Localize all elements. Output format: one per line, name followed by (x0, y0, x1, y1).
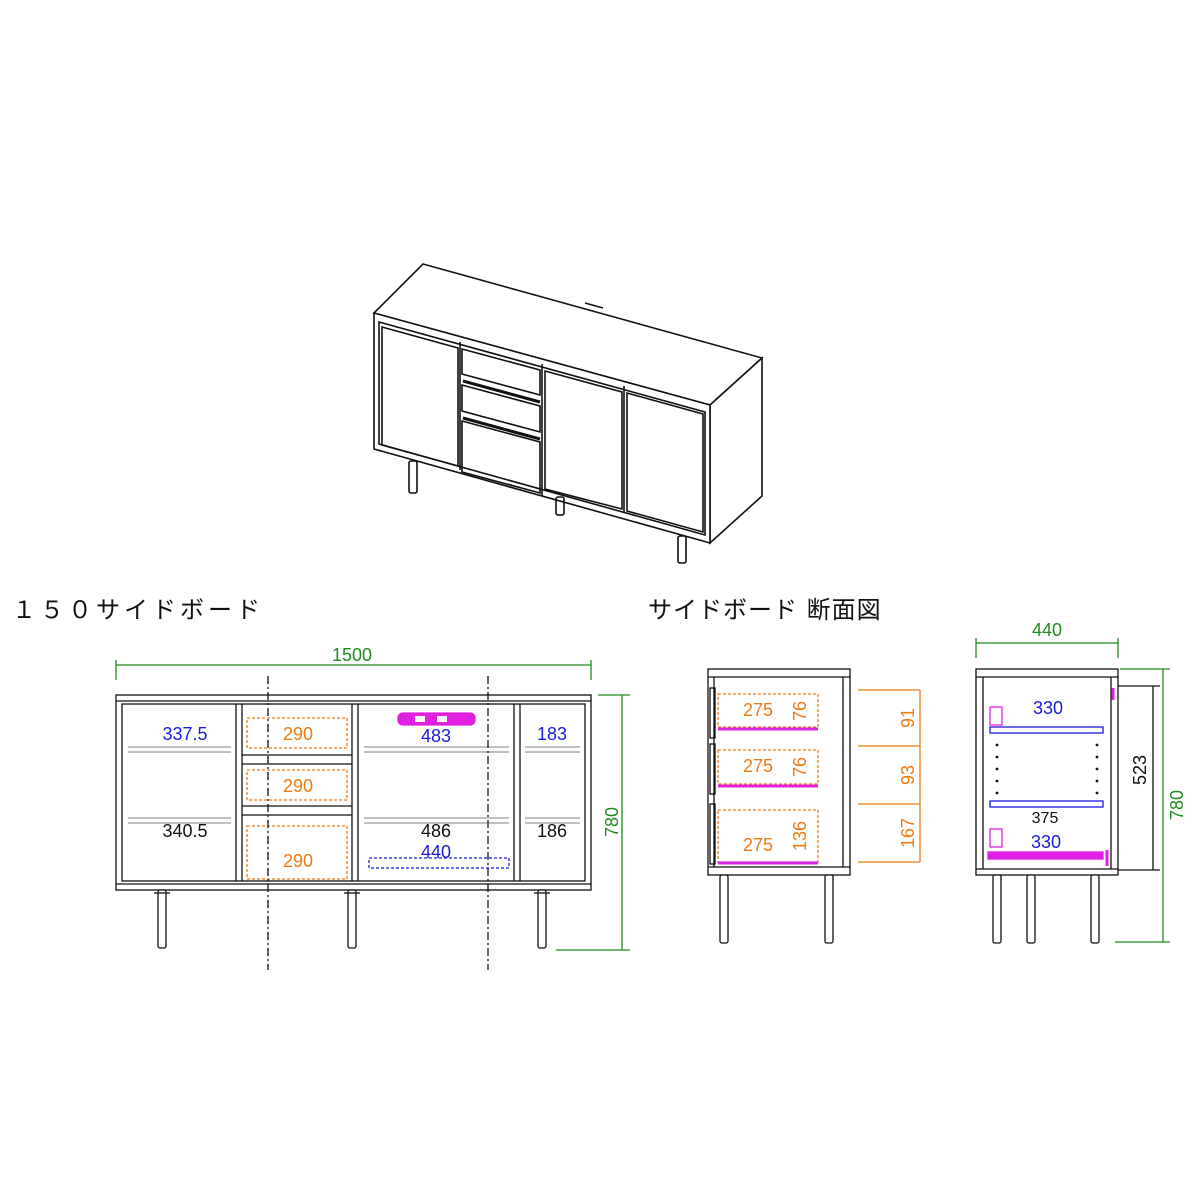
drawer-1-height-label: 76 (790, 701, 810, 721)
front-view-title: １５０サイドボード (12, 596, 264, 624)
drawer-2-depth-label: 275 (743, 756, 773, 776)
center-shelf-width-label: 440 (421, 842, 451, 862)
front-view (115, 660, 630, 970)
drawer-2-width-label: 290 (283, 776, 313, 796)
section-view-title: サイドボード 断面図 (648, 596, 882, 624)
drawer-2-height-label: 76 (790, 757, 810, 777)
side-view (975, 638, 1170, 944)
opening-dimension-lines (858, 689, 921, 863)
drawer-1-width-label: 290 (283, 724, 313, 744)
front-height-dimension (556, 694, 630, 951)
side-inner-height-label: 523 (1130, 755, 1150, 785)
left-bottom-width-label: 340.5 (162, 821, 207, 841)
front-width-label: 1500 (332, 645, 372, 665)
drawer-outlines (246, 717, 348, 880)
right-top-width-label: 183 (537, 724, 567, 744)
side-shelf-middle-label: 375 (1032, 810, 1059, 827)
side-height-label: 780 (1167, 790, 1187, 820)
front-width-dimension (115, 660, 592, 680)
front-height-label: 780 (602, 807, 622, 837)
left-top-width-label: 337.5 (162, 724, 207, 744)
drawer-2-opening-label: 93 (898, 765, 918, 785)
center-top-width-label: 483 (421, 726, 451, 746)
side-depth-label: 440 (1032, 620, 1062, 640)
drawer-1-opening-label: 91 (898, 708, 918, 728)
section-view (707, 668, 921, 944)
drawer-3-width-label: 290 (283, 851, 313, 871)
drawer-3-opening-label: 167 (898, 818, 918, 848)
isometric-view (372, 263, 764, 564)
drawer-3-depth-label: 275 (743, 835, 773, 855)
side-shelf-bottom-label: 330 (1031, 832, 1061, 852)
side-shelf-top-label: 330 (1033, 698, 1063, 718)
drawer-3-height-label: 136 (790, 821, 810, 851)
right-bottom-width-label: 186 (537, 821, 567, 841)
drawer-1-depth-label: 275 (743, 700, 773, 720)
center-bottom-width-label: 486 (421, 821, 451, 841)
